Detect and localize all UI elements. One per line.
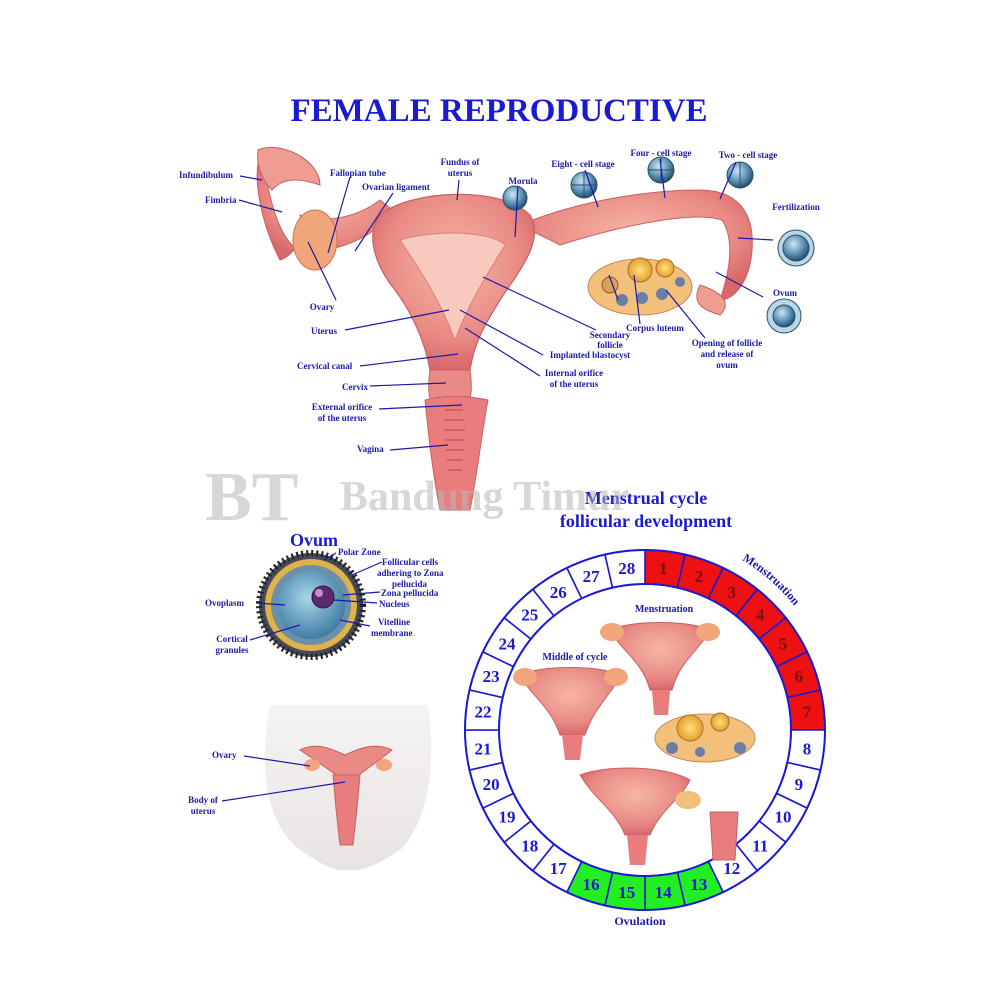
cycle-day-9-label: 9 [795,775,804,794]
cycle-day-17-label: 17 [550,859,568,878]
inner-label-middle-of-cycle: Middle of cycle [543,652,609,663]
label-follicular-2: adhering to Zona [377,568,444,578]
anatomy-labels: Infundibulum Fimbria Fallopian tube Ovar… [179,148,820,454]
label-two-cell: Two - cell stage [719,150,778,160]
label-ovoplasm: Ovoplasm [205,598,245,608]
label-four-cell: Four - cell stage [630,148,691,158]
embryo-stages [502,156,815,334]
label-external-orifice-2: of the uterus [318,413,367,423]
cycle-day-1-label: 1 [659,559,668,578]
ovum-title: Ovum [290,530,338,550]
label-corpus-luteum: Corpus luteum [626,323,684,333]
cycle-day-26-label: 26 [550,583,567,602]
anatomy-pointers [238,158,774,451]
inner-label-menstruation: Menstruation [635,604,694,615]
label-external-orifice-1: External orifice [312,402,372,412]
cycle-title-line-2: follicular development [560,511,732,531]
label-uterus: Uterus [311,326,337,336]
label-cortical-2: granules [215,645,249,655]
label-morula: Morula [509,176,538,186]
cycle-day-23-label: 23 [483,667,500,686]
label-fertilization: Fertilization [772,202,819,212]
page-title: FEMALE REPRODUCTIVE [290,93,707,129]
label-follicular-3: pellucida [392,579,428,589]
label-secondary-follicle-1: Secondary [590,330,631,340]
label-cervical-canal: Cervical canal [297,361,353,371]
label-ovum: Ovum [773,288,798,298]
label-body-of-2: uterus [191,806,216,816]
ovum-pointers [249,552,383,641]
label-vagina: Vagina [357,444,384,454]
cycle-day-5-label: 5 [779,634,788,653]
ovum-labels: Polar Zone Follicular cells adhering to … [205,547,444,655]
cycle-day-25-label: 25 [521,606,538,625]
cycle-day-12-label: 12 [723,859,740,878]
label-eight-cell: Eight - cell stage [551,159,614,169]
label-fimbria: Fimbria [205,195,237,205]
label-fallopian-tube: Fallopian tube [330,168,386,178]
cycle-day-13-label: 13 [690,875,707,894]
cycle-inner-illustrations [513,622,756,865]
watermark-logo: BT [205,459,298,536]
label-implanted-blastocyst: Implanted blastocyst [550,350,630,360]
cycle-day-16-label: 16 [583,875,600,894]
label-zona-pellucida: Zona pellucida [381,588,439,598]
label-infundibulum: Infundibulum [179,170,234,180]
cycle-day-20-label: 20 [483,775,500,794]
label-vitelline-2: membrane [371,628,413,638]
label-follicular-1: Follicular cells [382,557,439,567]
cycle-day-6-label: 6 [795,667,804,686]
label-opening-2: and release of [701,349,755,359]
body-silhouette [264,705,432,870]
label-body-ovary: Ovary [212,750,237,760]
label-fundus-1: Fundus of [441,157,481,167]
label-vitelline-1: Vitelline [378,617,410,627]
cycle-day-14-label: 14 [655,883,673,902]
cycle-wheel-inner-ring [498,583,792,877]
watermark-text: Bandung Timur [340,474,629,520]
cycle-day-24-label: 24 [498,634,516,653]
label-internal-orifice-2: of the uterus [550,379,599,389]
cycle-day-21-label: 21 [475,739,492,758]
label-ovulation: Ovulation [614,914,666,928]
cycle-day-18-label: 18 [521,836,538,855]
label-internal-orifice-1: Internal orifice [545,368,603,378]
cycle-day-8-label: 8 [803,739,812,758]
cycle-day-28-label: 28 [618,559,635,578]
cycle-day-3-label: 3 [727,583,736,602]
cycle-day-7-label: 7 [803,703,812,722]
label-nucleus: Nucleus [379,599,410,609]
cycle-day-19-label: 19 [498,808,515,827]
label-fundus-2: uterus [448,168,473,178]
label-polar-zone: Polar Zone [338,547,381,557]
label-secondary-follicle-2: follicle [597,340,623,350]
label-ovarian-ligament: Ovarian ligament [362,182,430,192]
label-opening-1: Opening of follicle [692,338,763,348]
label-cortical-1: Cortical [216,634,248,644]
label-opening-3: ovum [716,360,738,370]
cycle-day-15-label: 15 [618,883,635,902]
cycle-day-22-label: 22 [475,703,492,722]
cycle-day-4-label: 4 [756,606,765,625]
body-pointers [221,755,346,802]
ovum-cross-section [256,550,366,660]
cycle-day-11-label: 11 [752,836,768,855]
cycle-title-line-1: Menstrual cycle [585,488,707,508]
cycle-day-10-label: 10 [775,808,792,827]
label-ovary: Ovary [310,302,335,312]
uterus-illustration [256,146,753,511]
label-cervix: Cervix [342,382,368,392]
watermark: BT Bandung Timur [205,459,629,536]
label-body-of-1: Body of [188,795,219,805]
cycle-wheel-outer-ring [464,549,826,911]
cycle-day-2-label: 2 [695,567,704,586]
cycle-day-27-label: 27 [583,567,601,586]
